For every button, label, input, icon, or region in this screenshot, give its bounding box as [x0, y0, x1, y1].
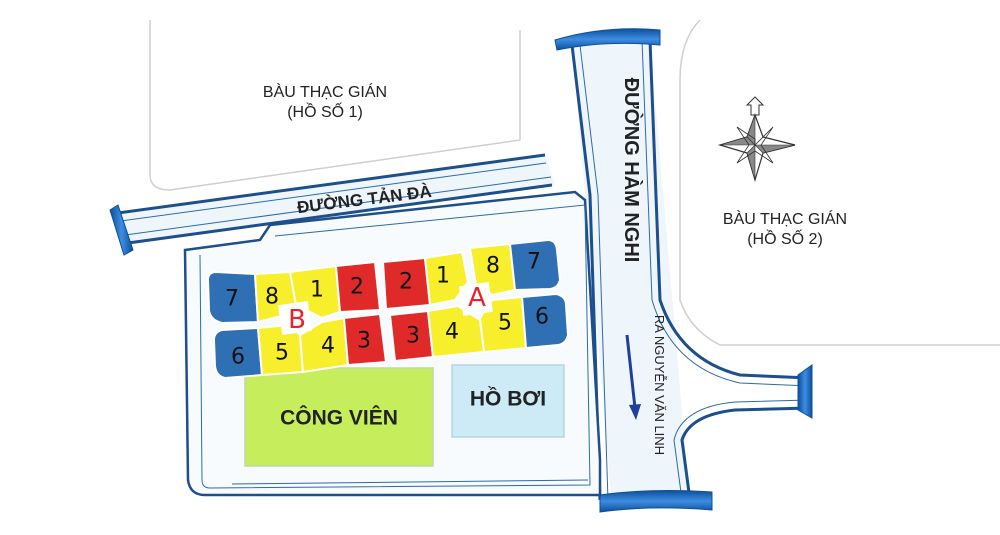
unit-number: 5: [498, 311, 512, 336]
block-b-marker: [278, 301, 312, 335]
unit-b3: 3: [342, 312, 388, 367]
road-end-cap-south: [599, 490, 713, 513]
unit-number: 1: [436, 264, 450, 289]
unit-b2: 2: [334, 260, 382, 314]
block-a-label: A: [468, 283, 486, 313]
road-tan-da: [109, 153, 555, 256]
unit-a1: 1: [423, 250, 470, 307]
unit-b5: 5: [256, 323, 305, 377]
exit-note-label: RA NGUYỄN VĂN LINH: [652, 315, 667, 455]
road-end-cap-west: [109, 204, 134, 256]
unit-b4: 4: [298, 316, 350, 374]
unit-number: 7: [527, 250, 541, 275]
block-b-label: B: [288, 305, 306, 335]
unit-b7: 7: [206, 270, 260, 325]
lot-2-sublabel: (HỒ SỐ 2): [747, 228, 823, 248]
unit-number: 3: [357, 329, 371, 354]
pool-area: HỒ BƠI: [451, 364, 565, 438]
unit-number: 1: [310, 278, 324, 303]
unit-a6: 6: [520, 292, 570, 350]
unit-number: 6: [231, 345, 245, 370]
road-ham-nghi: [554, 28, 813, 513]
unit-a3: 3: [388, 309, 435, 363]
lot-2-outline: [679, 19, 1000, 346]
unit-number: 8: [265, 285, 279, 310]
lot-2-label: BÀU THẠC GIÁN: [723, 209, 847, 228]
road-ham-nghi-label: ĐƯỜNG HÀM NGHI: [620, 78, 644, 263]
compass-rose-icon: [717, 96, 796, 183]
road-end-cap-east: [797, 364, 813, 419]
park-label: CÔNG VIÊN: [280, 406, 398, 430]
lot-1-outline: [149, 20, 521, 191]
unit-number: 2: [350, 275, 364, 300]
pool-label: HỒ BƠI: [470, 387, 546, 411]
unit-number: 4: [445, 320, 459, 345]
unit-a8: 8: [468, 242, 517, 297]
unit-number: 6: [535, 305, 549, 330]
unit-a7: 7: [508, 238, 562, 292]
unit-number: 4: [321, 334, 335, 359]
park-area: CÔNG VIÊN: [244, 367, 434, 467]
unit-number: 7: [225, 287, 239, 312]
unit-a4: 4: [426, 304, 486, 359]
unit-a2: 2: [381, 256, 432, 311]
block-a-marker: [459, 282, 493, 316]
unit-number: 2: [399, 270, 413, 295]
unit-number: 3: [406, 324, 420, 349]
unit-b6: 6: [212, 326, 264, 380]
building-units: 7 8 1 2 6 5 4 3: [206, 238, 570, 380]
road-end-cap-north: [554, 28, 661, 51]
unit-number: 8: [486, 254, 500, 279]
exit-arrow-icon: [625, 334, 641, 420]
lot-1-label: BÀU THẠC GIÁN: [263, 82, 387, 101]
unit-number: 5: [275, 341, 289, 366]
lot-1-sublabel: (HỒ SỐ 1): [287, 101, 363, 121]
